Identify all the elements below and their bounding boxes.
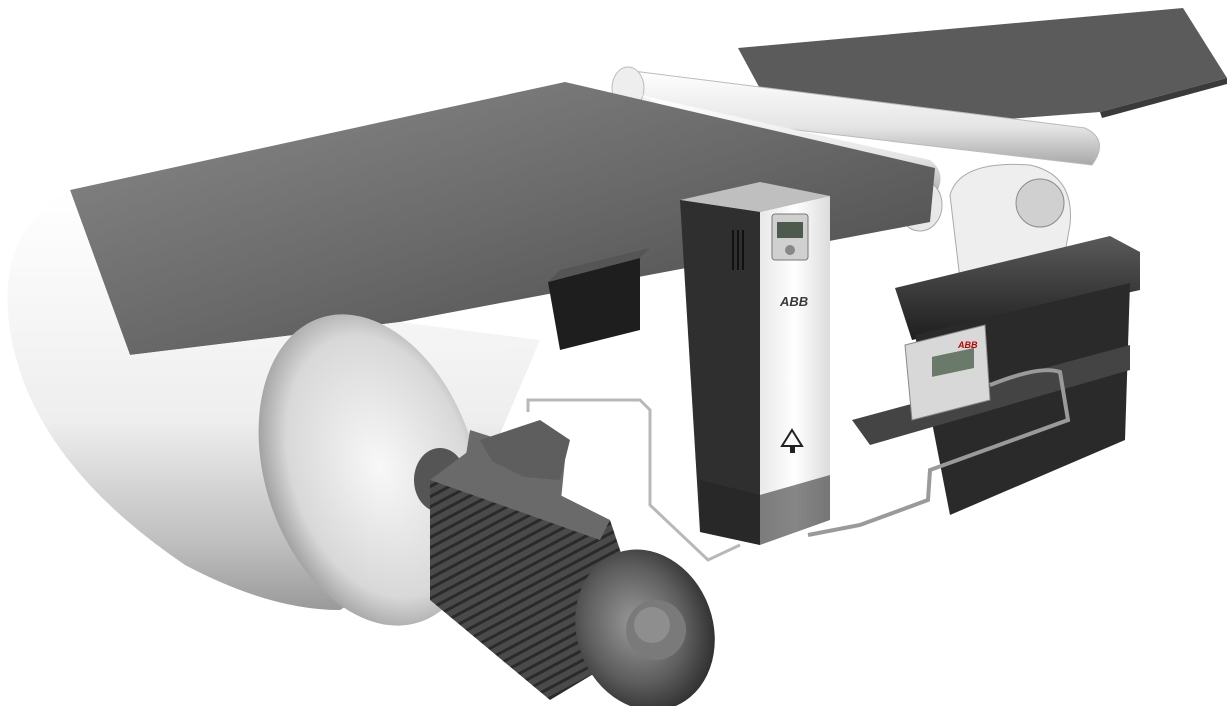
- warning-triangle-icon: [780, 428, 804, 453]
- conveyor-belt-top: [70, 82, 935, 355]
- drive-brand-logo: ABB: [779, 294, 808, 309]
- conveyor-front-roll: [7, 190, 540, 626]
- controller-brand: ABB: [957, 340, 978, 350]
- motor-cable: [526, 398, 741, 562]
- tension-controller-unit: ABB: [807, 236, 1140, 537]
- keypad-display-icon: [771, 213, 809, 261]
- abb-drive-cabinet: ABB: [680, 182, 830, 545]
- controller-display-screen: [932, 347, 974, 377]
- electric-motor: [414, 420, 715, 706]
- drive-vent-slots: [732, 230, 744, 270]
- belt-support-block: [548, 248, 650, 350]
- svg-text:ABB: ABB: [957, 340, 978, 350]
